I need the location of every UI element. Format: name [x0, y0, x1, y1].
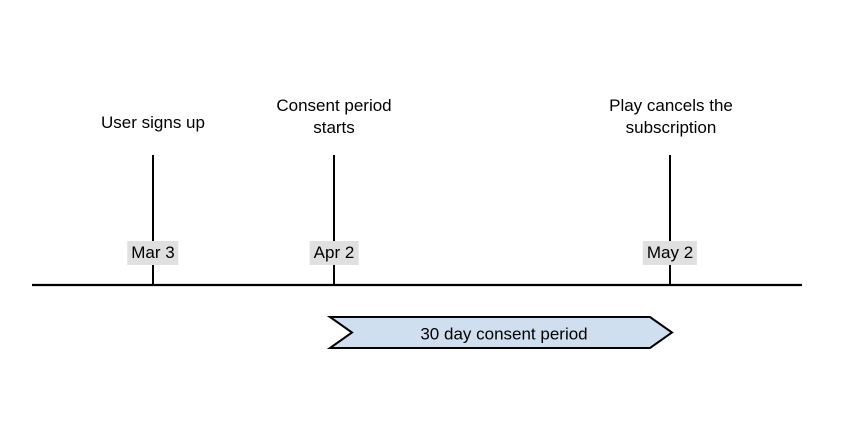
- date-chip-may-2: May 2: [642, 241, 698, 265]
- consent-period-banner-shape: [326, 316, 674, 349]
- date-chip-mar-3: Mar 3: [127, 241, 179, 265]
- event-label-user-signs-up: User signs up: [101, 113, 205, 132]
- date-chip-apr-2: Apr 2: [309, 241, 359, 265]
- event-label-consent-period-starts: Consent period starts: [276, 96, 392, 137]
- event-label-play-cancels-subscription: Play cancels the subscription: [609, 96, 733, 137]
- consent-period-banner-label: 30 day consent period: [420, 324, 588, 344]
